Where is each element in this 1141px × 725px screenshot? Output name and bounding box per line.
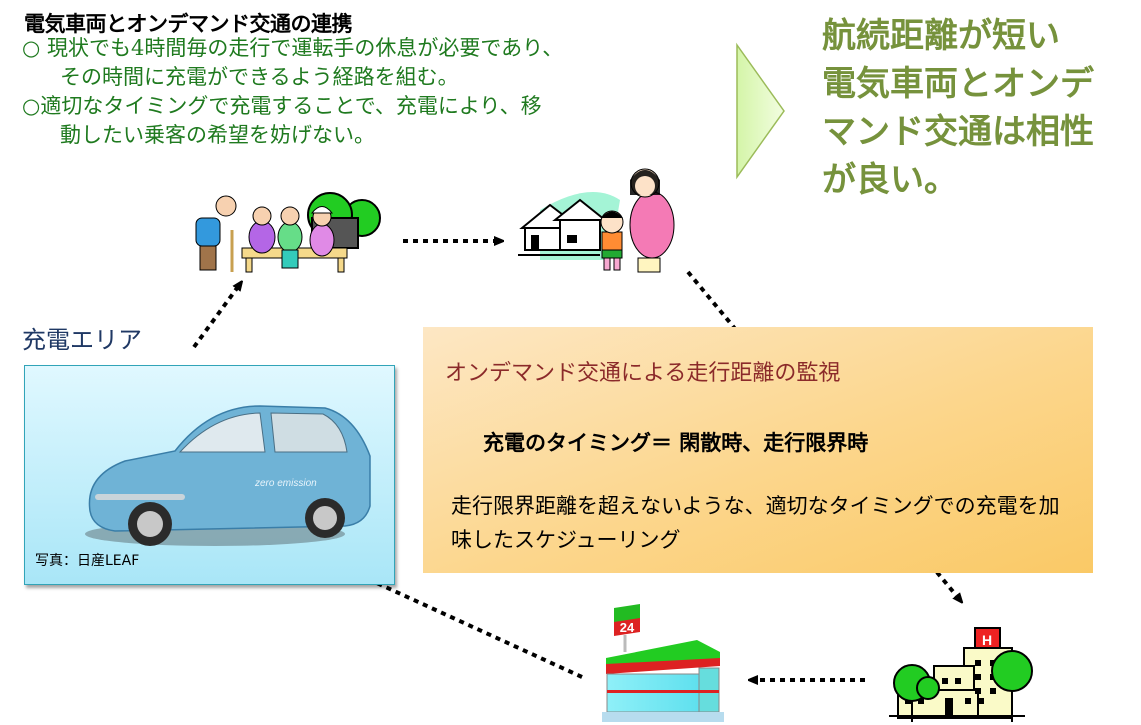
bullet-text-line2: 動したい乗客の希望を妨げない。 (60, 123, 375, 147)
elderly-people-bench-icon (195, 192, 381, 273)
monitoring-title: オンデマンド交通による走行距離の監視 (445, 361, 841, 386)
scheduling-description: 走行限界距離を超えないような、適切なタイミングでの充電を加味したスケジューリング (451, 494, 1060, 552)
store-sign-24: 24 (620, 620, 635, 635)
charging-timing: 充電のタイミング＝ 閑散時、走行限界時 (483, 431, 869, 455)
bullet-point-2: ○適切なタイミングで充電することで、充電により、移 動したい乗客の希望を妨げない… (22, 92, 542, 150)
bullet-text-line1: 現状でも4時間毎の走行で運転手の休息が必要であり、 (40, 36, 564, 60)
house-mother-child-icon (518, 168, 675, 273)
car-photo: zero emission (85, 405, 371, 546)
bullet-marker: ○ (22, 36, 41, 60)
bullet-text-line2: その時間に充電ができるよう経路を組む。 (60, 65, 459, 89)
charging-area-photo: zero emission 写真：日産LEAF (24, 365, 395, 585)
conclusion-line: が良い。 (822, 160, 958, 200)
monitoring-box: オンデマンド交通による走行距離の監視 充電のタイミング＝ 閑散時、走行限界時 走… (423, 327, 1093, 573)
photo-credit: 写真：日産LEAF (35, 553, 140, 569)
diagram-title: 電気車両とオンデマンド交通の連携 (24, 12, 353, 36)
conclusion-line: 電気車両とオンデ (822, 64, 1094, 104)
conclusion-text: 航続距離が短い 電気車両とオンデ マンド交通は相性 が良い。 (822, 12, 1122, 204)
svg-text:H: H (982, 632, 992, 648)
flow-arrow-charging-to-elderly (192, 284, 240, 349)
bullet-text-line1: 適切なタイミングで充電することで、充電により、移 (40, 94, 542, 118)
hospital-icon: H (889, 627, 1033, 722)
convenience-store-icon: 24 (602, 604, 724, 722)
bullet-marker: ○ (22, 94, 41, 118)
charging-area-label: 充電エリア (22, 326, 142, 354)
bullet-point-1: ○ 現状でも4時間毎の走行で運転手の休息が必要であり、 その時間に充電ができるよ… (22, 34, 563, 92)
svg-text:zero emission: zero emission (254, 478, 317, 489)
conclusion-line: マンド交通は相性 (822, 112, 1094, 152)
conclusion-arrow-icon (736, 42, 785, 180)
conclusion-line: 航続距離が短い (822, 16, 1060, 56)
